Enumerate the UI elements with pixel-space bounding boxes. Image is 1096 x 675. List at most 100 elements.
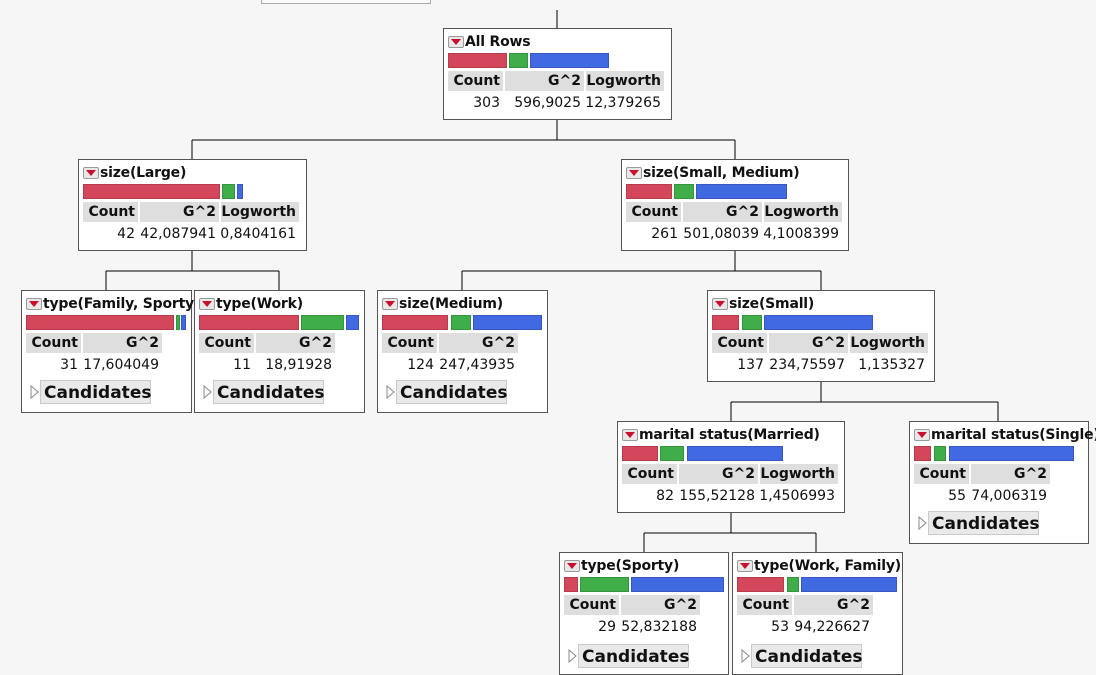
node-size-small-medium: size(Small, Medium) Count G^2 Logworth 2… (621, 159, 849, 251)
logworth-header: Logworth (219, 202, 299, 222)
bar-level-3 (801, 577, 897, 592)
disclosure-right-triangle-icon[interactable] (203, 384, 213, 400)
node-marital-status-single: marital status(Single) Count G^2 55 74,0… (909, 421, 1096, 544)
count-header: Count (626, 202, 681, 222)
bar-level-1 (83, 184, 220, 199)
candidates-row: Candidates (918, 511, 1039, 535)
logworth-value: 0,8404161 (220, 226, 296, 242)
count-value: 261 (651, 226, 678, 242)
bar-level-1 (622, 446, 658, 461)
count-value: 137 (737, 357, 764, 373)
bar-level-2 (787, 577, 799, 592)
bar-level-2 (176, 315, 180, 330)
bar-level-1 (448, 53, 507, 68)
count-header: Count (83, 202, 138, 222)
red-down-triangle-icon[interactable] (382, 298, 398, 310)
bar-level-1 (712, 315, 739, 330)
response-bars (26, 315, 188, 331)
candidates-row: Candidates (568, 644, 689, 668)
response-bars (564, 577, 726, 593)
bar-level-2 (934, 446, 946, 461)
bar-level-3 (181, 315, 186, 330)
count-value: 303 (473, 95, 500, 111)
g2-header: G^2 (792, 595, 873, 615)
bar-level-1 (914, 446, 931, 461)
node-size-small: size(Small) Count G^2 Logworth 137 234,7… (707, 290, 935, 382)
node-title: marital status(Single) (931, 427, 1096, 443)
response-bars (712, 315, 930, 331)
candidates-button[interactable]: Candidates (928, 511, 1039, 535)
bar-level-2 (580, 577, 629, 592)
g2-value: 94,226627 (794, 619, 870, 635)
red-down-triangle-icon[interactable] (448, 36, 464, 48)
disclosure-right-triangle-icon[interactable] (568, 648, 578, 664)
bar-level-1 (737, 577, 784, 592)
candidates-row: Candidates (203, 380, 324, 404)
candidates-button[interactable]: Candidates (40, 380, 151, 404)
count-header: Count (737, 595, 792, 615)
bar-level-3 (687, 446, 783, 461)
count-value: 11 (233, 357, 251, 373)
node-size-large: size(Large) Count G^2 Logworth 42 42,087… (78, 159, 307, 251)
g2-header: G^2 (81, 333, 162, 353)
count-header: Count (199, 333, 254, 353)
red-down-triangle-icon[interactable] (622, 429, 638, 441)
red-down-triangle-icon[interactable] (564, 560, 580, 572)
node-type-work: type(Work) Count G^2 11 18,91928 Candida… (194, 290, 365, 413)
node-title: size(Small, Medium) (643, 165, 800, 181)
bar-level-1 (382, 315, 448, 330)
bar-level-2 (301, 315, 344, 330)
bar-level-3 (631, 577, 724, 592)
node-type-family-sporty: type(Family, Sporty) Count G^2 31 17,604… (21, 290, 200, 413)
bar-level-1 (626, 184, 672, 199)
count-value: 55 (948, 488, 966, 504)
logworth-header: Logworth (584, 71, 664, 91)
g2-header: G^2 (969, 464, 1050, 484)
bar-level-2 (451, 315, 471, 330)
red-down-triangle-icon[interactable] (712, 298, 728, 310)
g2-value: 234,75597 (769, 357, 845, 373)
red-down-triangle-icon[interactable] (26, 298, 42, 310)
red-down-triangle-icon[interactable] (199, 298, 215, 310)
node-title: size(Large) (100, 165, 187, 181)
g2-value: 42,087941 (140, 226, 216, 242)
g2-value: 247,43935 (439, 357, 515, 373)
candidates-button[interactable]: Candidates (751, 644, 862, 668)
candidates-button[interactable]: Candidates (578, 644, 689, 668)
upper-panel-edge (261, 0, 431, 4)
candidates-button[interactable]: Candidates (396, 380, 507, 404)
disclosure-right-triangle-icon[interactable] (918, 515, 928, 531)
node-title: type(Family, Sporty) (43, 296, 201, 312)
g2-value: 52,832188 (621, 619, 697, 635)
red-down-triangle-icon[interactable] (83, 167, 99, 179)
count-value: 31 (60, 357, 78, 373)
logworth-value: 4,1008399 (763, 226, 839, 242)
bar-level-2 (509, 53, 528, 68)
bar-level-2 (742, 315, 762, 330)
red-down-triangle-icon[interactable] (626, 167, 642, 179)
disclosure-right-triangle-icon[interactable] (386, 384, 396, 400)
candidates-row: Candidates (386, 380, 507, 404)
g2-value: 18,91928 (265, 357, 332, 373)
g2-header: G^2 (619, 595, 700, 615)
red-down-triangle-icon[interactable] (737, 560, 753, 572)
bar-level-2 (674, 184, 694, 199)
bar-level-1 (564, 577, 578, 592)
node-title: All Rows (465, 34, 531, 50)
count-value: 82 (656, 488, 674, 504)
red-down-triangle-icon[interactable] (914, 429, 930, 441)
count-value: 124 (407, 357, 434, 373)
g2-value: 155,52128 (679, 488, 755, 504)
count-value: 29 (598, 619, 616, 635)
logworth-header: Logworth (758, 464, 838, 484)
response-bars (382, 315, 544, 331)
g2-header: G^2 (138, 202, 219, 222)
candidates-button[interactable]: Candidates (213, 380, 324, 404)
bar-level-3 (346, 315, 359, 330)
logworth-value: 1,135327 (858, 357, 925, 373)
disclosure-right-triangle-icon[interactable] (741, 648, 751, 664)
bar-level-3 (473, 315, 542, 330)
disclosure-right-triangle-icon[interactable] (30, 384, 40, 400)
node-type-work-family: type(Work, Family) Count G^2 53 94,22662… (732, 552, 903, 675)
bar-level-3 (949, 446, 1074, 461)
